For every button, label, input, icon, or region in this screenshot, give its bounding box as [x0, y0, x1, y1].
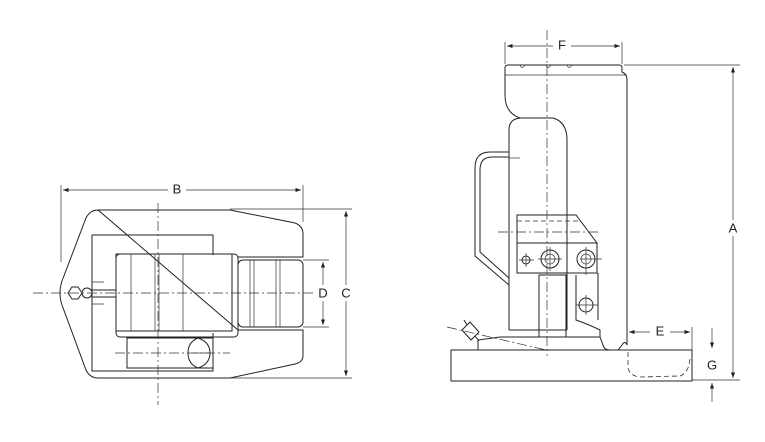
dimension-label-e: E [656, 323, 665, 338]
dimension-label-f: F [558, 37, 566, 52]
dimension-label-d: D [318, 285, 327, 300]
top-view-outer-body [59, 209, 304, 379]
dimension-label-g: G [707, 357, 717, 372]
side-view: F A E G [446, 30, 741, 402]
top-view-pump-socket [187, 337, 211, 369]
top-view-ram [237, 259, 304, 328]
top-view: B C D [33, 181, 354, 405]
side-view-ram-body [538, 274, 567, 338]
top-view-handle-frame [115, 253, 239, 338]
dimension-label-a: A [729, 220, 738, 235]
side-view-ram-head [504, 64, 628, 351]
side-view-base-plate [450, 349, 693, 382]
top-view-inner-frame [91, 234, 214, 372]
dimension-label-c: C [341, 285, 350, 300]
side-view-toe-block [516, 214, 598, 244]
side-view-handle [474, 151, 510, 286]
dimension-label-b: B [173, 181, 182, 196]
side-view-cylinder [508, 117, 523, 330]
side-view-release-valve [461, 319, 480, 342]
